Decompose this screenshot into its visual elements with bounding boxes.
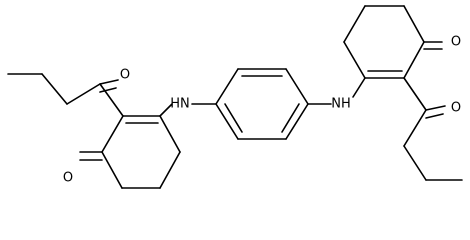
left-amine-bonds <box>159 103 217 117</box>
left-cyclohexenone-ring <box>79 115 181 189</box>
right-butanoyl-carbonyl <box>403 77 446 119</box>
benzene-ring <box>215 68 309 140</box>
ketone-oxygen-label-left-ring: O <box>63 171 73 186</box>
amine-label-right: NH <box>331 97 351 112</box>
ketone-oxygen-label-right-chain: O <box>451 101 461 116</box>
right-amine-bonds <box>307 77 366 105</box>
left-butanoyl-carbonyl <box>99 79 124 117</box>
ketone-oxygen-label-right-ring: O <box>451 35 461 50</box>
right-cyclohexenone-ring <box>343 5 443 79</box>
right-propyl-chain <box>403 109 463 181</box>
chemical-structure: O O HN NH O O <box>7 5 463 189</box>
amine-label-left: HN <box>170 97 190 112</box>
ketone-oxygen-label-left-chain: O <box>120 68 130 83</box>
left-propyl-chain <box>7 73 101 105</box>
